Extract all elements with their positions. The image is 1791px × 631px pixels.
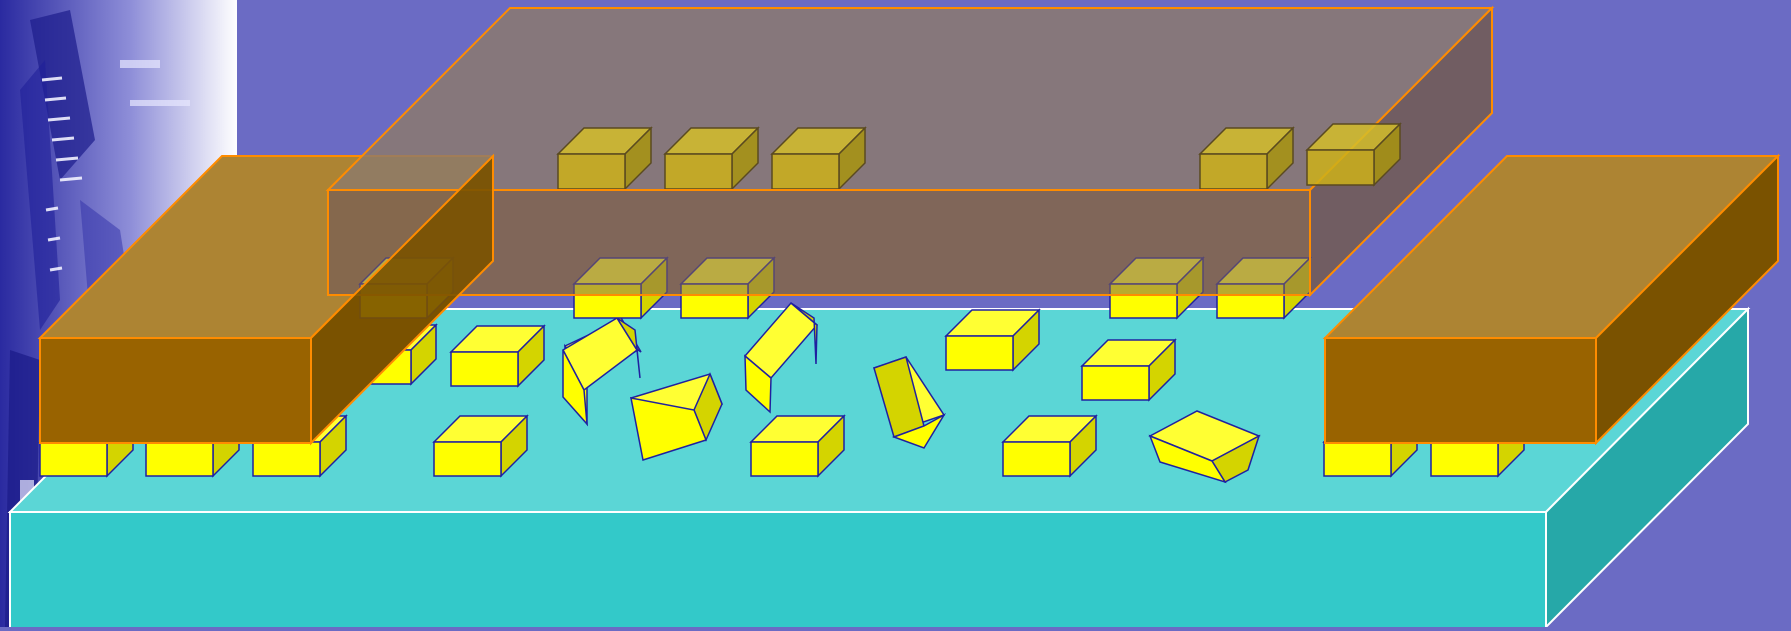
chip-block-front: [751, 442, 818, 476]
held-chip-front: [558, 154, 625, 189]
chip-block-front: [1003, 442, 1070, 476]
held-chip-front: [665, 154, 732, 189]
substrate-front-face: [10, 512, 1546, 627]
chip-block-front: [946, 336, 1013, 370]
chip-block-front: [1082, 366, 1149, 400]
left-bond-pad-body-front: [40, 338, 311, 443]
chip-block-front: [40, 442, 107, 476]
chip-block-front: [253, 442, 320, 476]
held-chip-front: [1200, 154, 1267, 189]
held-chip-front: [772, 154, 839, 189]
chip-block-front: [434, 442, 501, 476]
chip-block-front: [146, 442, 213, 476]
chip-block-front: [1324, 442, 1391, 476]
chip-block-front: [451, 352, 518, 386]
right-bond-pad-body-front: [1325, 338, 1596, 443]
held-chip-front: [1307, 150, 1374, 185]
chip-block-front: [1431, 442, 1498, 476]
